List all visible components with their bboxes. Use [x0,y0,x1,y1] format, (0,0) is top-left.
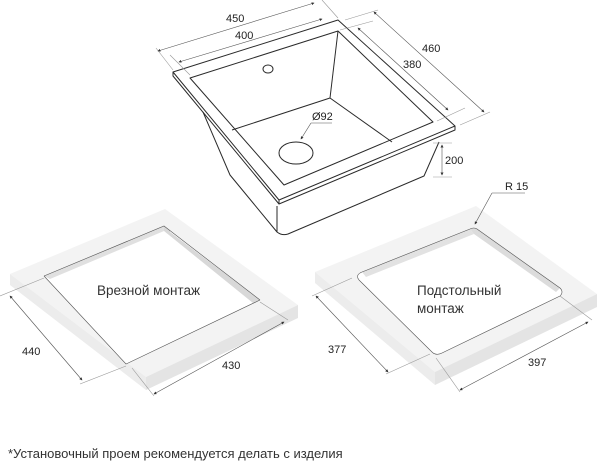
sink-body [202,111,440,236]
dim-inner-depth: 380 [403,59,421,71]
dim-outer-depth: 460 [422,43,440,55]
flush-mount-label: Врезной монтаж [97,283,200,298]
drain-hole [278,141,314,165]
dim-inner-width: 400 [235,30,253,42]
sink-rim-edge [172,72,456,205]
dim-bowl-height: 200 [445,155,463,167]
dim-outer-width: 450 [226,13,244,25]
flush-width-dim: 430 [222,360,240,372]
undermount-label-line1: Подстольный [417,283,501,298]
flush-depth-dim: 440 [22,346,40,358]
overflow-hole [262,64,274,74]
flush-mount-cutout: 440 430 Врезной монтаж [0,209,298,397]
installation-footnote: *Установочный проем рекомендуется делать… [8,446,343,461]
corner-radius-callout: R 15 [505,181,528,193]
sink-drawing: 450 400 460 380 200 Ø92 [155,0,491,236]
dim-drain-diameter: Ø92 [312,111,333,123]
undermount-cutout: 377 397 R 15 Подстольный монтаж [311,181,597,393]
undermount-width-dim: 397 [528,357,546,369]
undermount-label-line2: монтаж [417,301,464,316]
undermount-depth-dim: 377 [328,344,346,356]
sink-bowl-opening [189,30,434,186]
